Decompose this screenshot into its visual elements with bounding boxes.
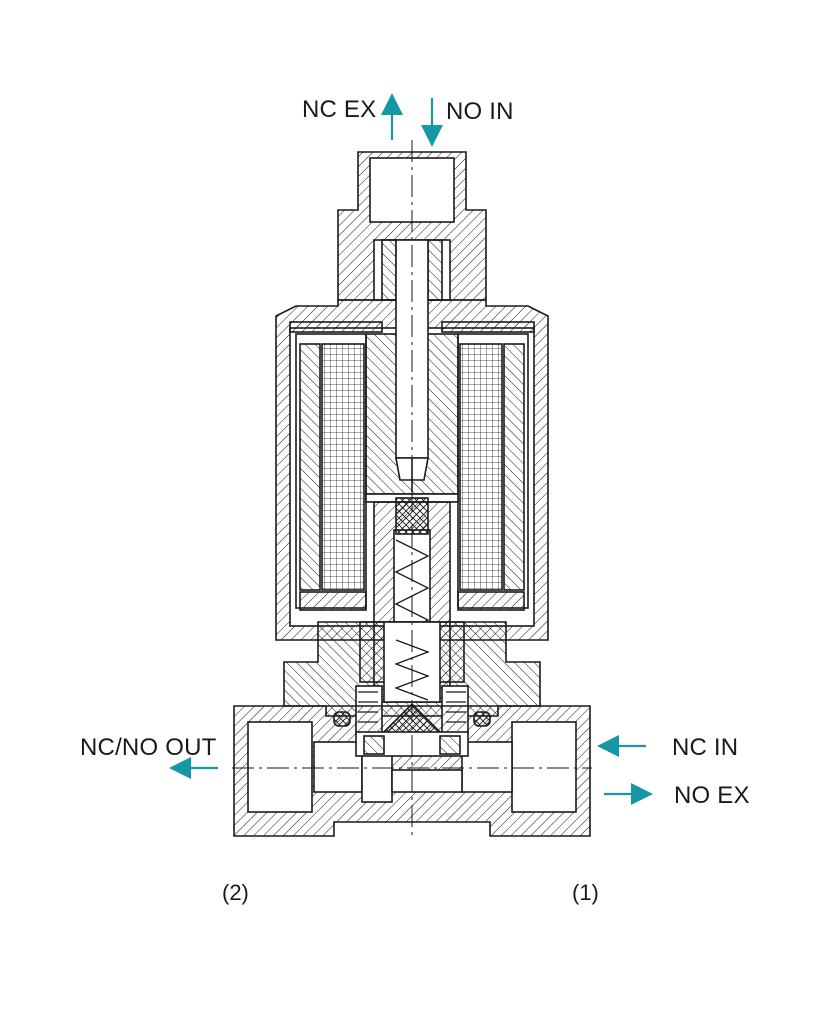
label-no-ex: NO EX <box>674 782 750 809</box>
label-nc-in: NC IN <box>672 734 739 761</box>
label-no-in: NO IN <box>446 98 514 125</box>
label-nc-ex: NC EX <box>302 96 377 123</box>
port-number-left: (2) <box>222 880 249 905</box>
port-number-right: (1) <box>572 880 599 905</box>
flow-arrows <box>169 93 653 805</box>
centerlines <box>232 140 592 840</box>
label-nc-no-out: NC/NO OUT <box>80 734 217 761</box>
